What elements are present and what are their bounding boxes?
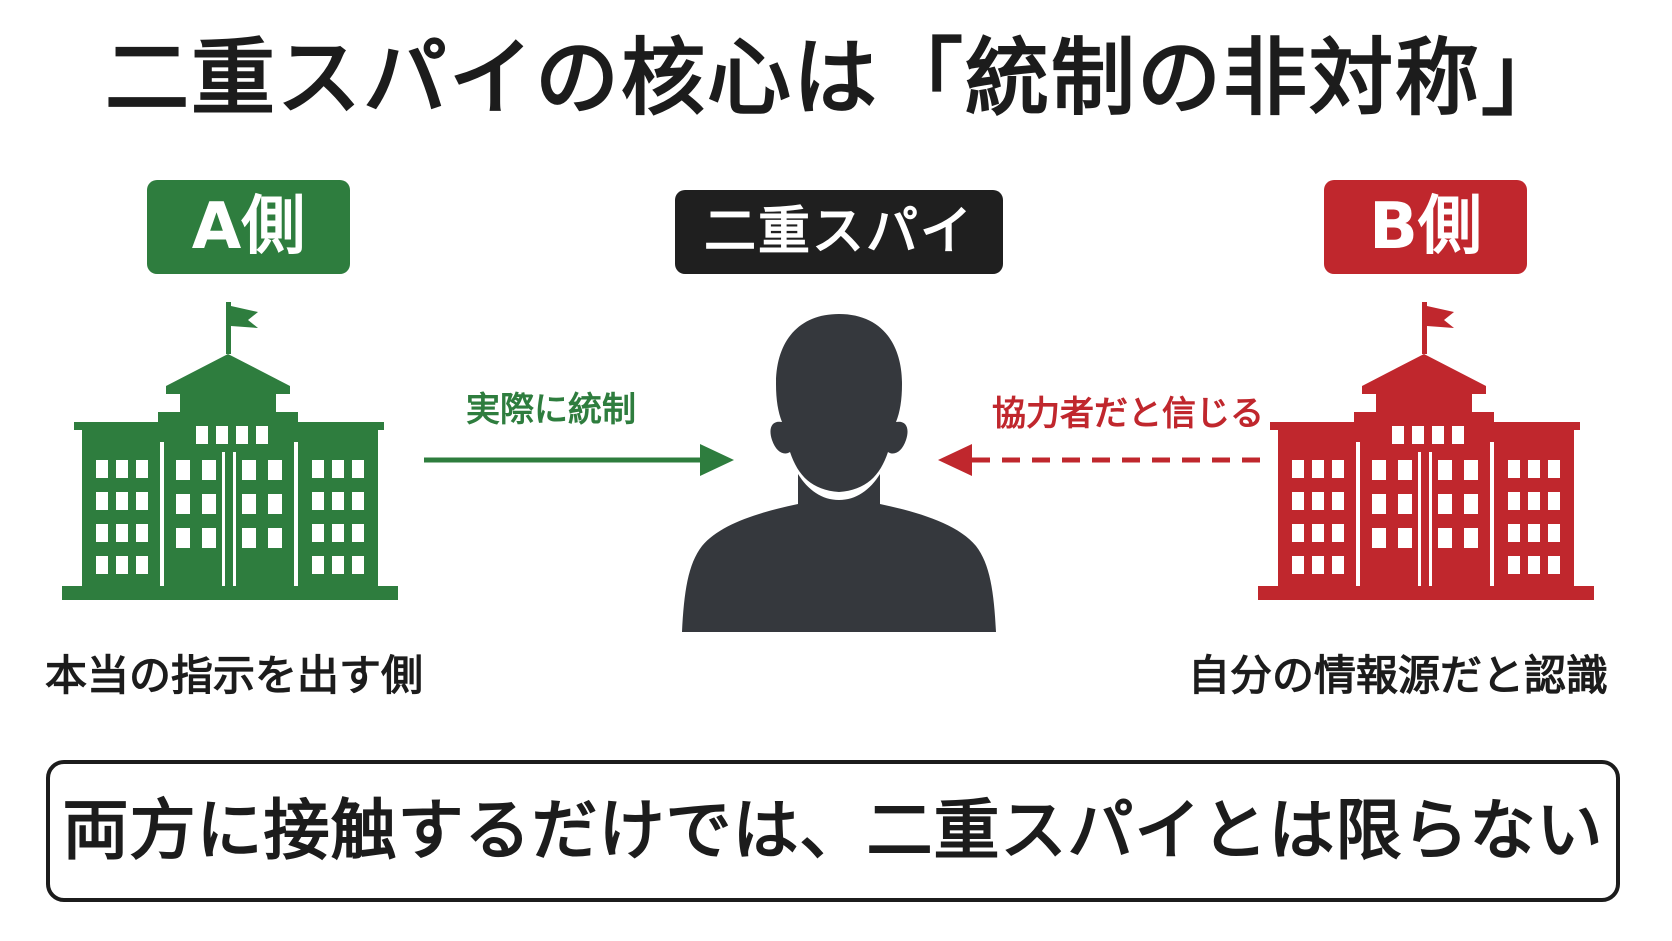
arrow-a-label: 実際に統制 [466,390,636,430]
side-b-badge: B側 [1324,180,1527,274]
side-b-caption: 自分の情報源だと認識 [1188,651,1609,700]
side-a-badge: A側 [147,180,350,274]
person-silhouette-icon [682,314,996,632]
building-icon [62,302,398,600]
arrow-a-to-spy [424,444,734,476]
arrow-b-to-spy [938,444,1260,476]
conclusion-box: 両方に接触するだけでは、二重スパイとは限らない [46,760,1620,902]
conclusion-text: 両方に接触するだけでは、二重スパイとは限らない [62,792,1604,869]
arrow-b-label: 協力者だと信じる [992,394,1264,434]
building-icon [1258,302,1594,600]
diagram-title: 二重スパイの核心は「統制の非対称」 [104,29,1567,127]
side-a-caption: 本当の指示を出す側 [45,651,424,700]
spy-badge: 二重スパイ [675,190,1003,274]
